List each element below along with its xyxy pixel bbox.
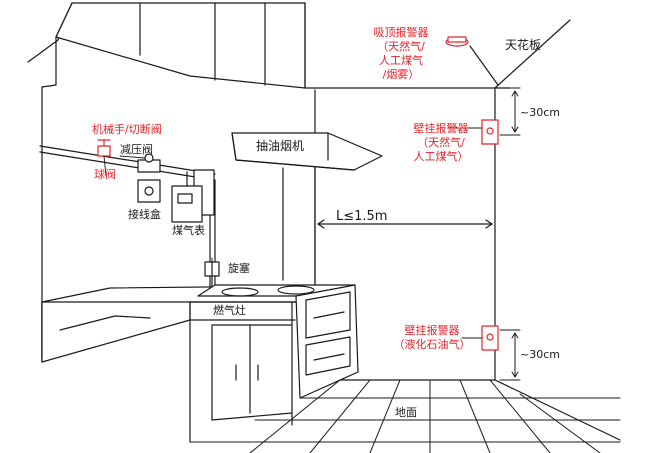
- junction-box: [137, 179, 161, 203]
- distance-label: L≤1.5m: [336, 209, 387, 224]
- wall-alarm-bottom-line2: （液化石油气）: [394, 337, 471, 351]
- junction-box-label: 接线盒: [128, 207, 161, 221]
- smoke-detector-icon: [445, 36, 499, 86]
- dim-top-label: ~30cm: [520, 106, 560, 119]
- wall-alarm-icon: [481, 119, 499, 351]
- ceiling-alarm-line3: 人工煤气: [379, 53, 423, 67]
- wall-alarm-top-line2: （天然气/: [417, 135, 465, 149]
- wall-alarm-top-line1: 壁挂报警器: [414, 121, 469, 135]
- stove-label: 燃气灶: [213, 303, 246, 317]
- floor-label: 地面: [395, 406, 417, 419]
- valve-icon: [97, 139, 111, 157]
- gas-meter: [171, 171, 203, 223]
- distance-indicator: [317, 219, 493, 229]
- gas-meter-label: 煤气表: [172, 223, 205, 237]
- gas-stove: [197, 284, 359, 399]
- counter: [41, 285, 301, 443]
- ceiling-alarm-line2: （天然气/: [377, 39, 425, 53]
- range-hood: [231, 132, 383, 283]
- wall-alarm-bottom-line1: 壁挂报警器: [405, 323, 460, 337]
- plug-label: 旋塞: [228, 261, 250, 275]
- hood-label: 抽油烟机: [256, 139, 304, 153]
- dim-bottom-label: ~30cm: [520, 348, 560, 361]
- floor-grid: [189, 379, 621, 453]
- pressure-valve-label: 减压阀: [120, 142, 153, 156]
- valve-manual-label: 机械手/切断阀: [92, 122, 162, 136]
- dimension-markers: [499, 87, 521, 381]
- ceiling-alarm-line1: 吸顶报警器: [374, 25, 429, 39]
- leader-lines: [103, 127, 483, 339]
- valve-ball-label: 球阀: [94, 167, 116, 181]
- ceiling-alarm-line4: /烟雾）: [383, 67, 420, 81]
- ceiling-label: 天花板: [505, 37, 541, 52]
- wall-alarm-top-line3: 人工煤气）: [414, 149, 469, 163]
- pressure-valve: [137, 153, 161, 173]
